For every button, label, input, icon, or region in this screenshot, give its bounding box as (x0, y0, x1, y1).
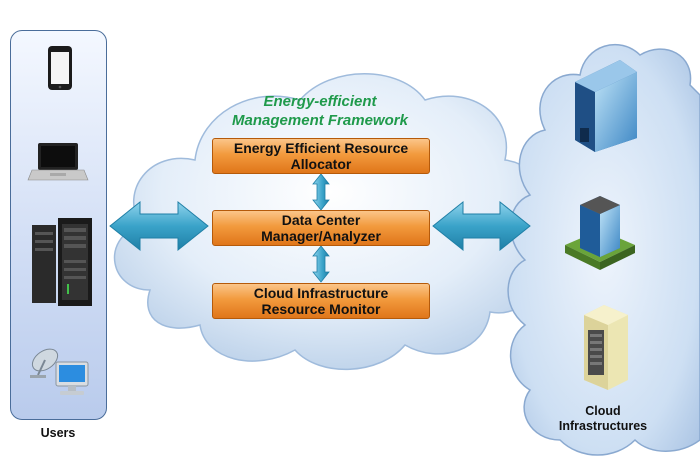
resource-allocator-line2: Allocator (290, 156, 352, 172)
office-building-icon (575, 60, 637, 152)
tower-building-icon (565, 196, 635, 270)
manager-to-infrastructure-arrow (432, 200, 531, 252)
server-rack-icon (32, 218, 92, 306)
cloud-infrastructures-label: Cloud Infrastructures (548, 404, 658, 434)
resource-monitor-line1: Cloud Infrastructure (253, 285, 389, 301)
framework-title-line2: Management Framework (232, 112, 408, 129)
laptop-icon (27, 143, 89, 181)
resource-monitor-box: Cloud Infrastructure Resource Monitor (212, 283, 430, 319)
resource-monitor-line2: Resource Monitor (261, 301, 381, 317)
cloud-infrastructures-line1: Cloud (585, 404, 621, 418)
resource-allocator-box: Energy Efficient Resource Allocator (212, 138, 430, 174)
server-cabinet-icon (584, 305, 628, 390)
users-to-manager-arrow (109, 200, 209, 252)
framework-title-line1: Energy-efficient (263, 93, 377, 110)
framework-title: Energy-efficient Management Framework (215, 92, 425, 130)
data-center-manager-line2: Manager/Analyzer (261, 228, 381, 244)
manager-monitor-arrow (312, 245, 330, 283)
cloud-infrastructures-line2: Infrastructures (558, 419, 648, 433)
data-center-manager-box: Data Center Manager/Analyzer (212, 210, 430, 246)
users-label: Users (40, 426, 76, 440)
satellite-pc-icon (30, 348, 89, 395)
smartphone-icon (48, 46, 72, 90)
data-center-manager-line1: Data Center (281, 212, 361, 228)
resource-allocator-line1: Energy Efficient Resource (233, 140, 409, 156)
